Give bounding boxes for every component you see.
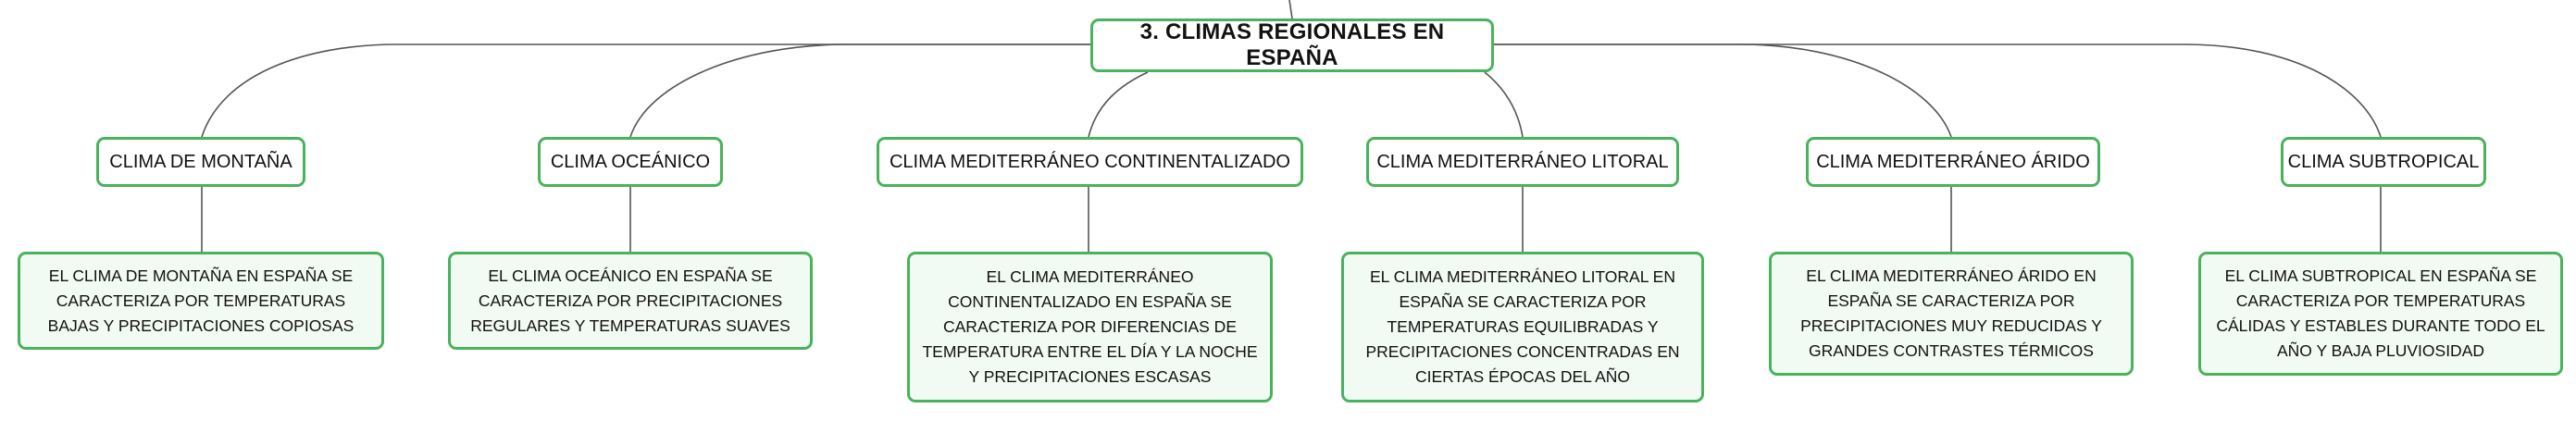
topic-label: CLIMA MEDITERRÁNEO LITORAL: [1376, 151, 1669, 172]
topic-label: CLIMA SUBTROPICAL: [2287, 151, 2480, 172]
detail-text: EL CLIMA DE MONTAÑA EN ESPAÑA SE CARACTE…: [47, 266, 355, 335]
connector-arido: [1494, 43, 1952, 138]
detail-clima-subtropical[interactable]: EL CLIMA SUBTROPICAL EN ESPAÑA SE CARACT…: [2198, 252, 2563, 376]
topic-label: CLIMA MEDITERRÁNEO ÁRIDO: [1816, 151, 2090, 172]
topic-label: CLIMA OCEÁNICO: [550, 151, 711, 172]
topic-clima-oceanico[interactable]: CLIMA OCEÁNICO: [538, 137, 723, 187]
connector-litoral: [1484, 71, 1524, 138]
detail-text: EL CLIMA SUBTROPICAL EN ESPAÑA SE CARACT…: [2216, 266, 2545, 360]
parent-connector: [1288, 0, 1293, 19]
connector-continentalizado: [1088, 71, 1149, 138]
topic-clima-de-montana[interactable]: CLIMA DE MONTAÑA: [96, 137, 305, 187]
connector-subtropical: [1494, 43, 2382, 138]
detail-text: EL CLIMA OCEÁNICO EN ESPAÑA SE CARACTERI…: [470, 266, 790, 335]
detail-clima-mediterraneo-arido[interactable]: EL CLIMA MEDITERRÁNEO ÁRIDO EN ESPAÑA SE…: [1769, 252, 2134, 376]
connector-montana: [201, 43, 1090, 138]
detail-text: EL CLIMA MEDITERRÁNEO ÁRIDO EN ESPAÑA SE…: [1800, 266, 2102, 360]
root-topic-label: 3. CLIMAS REGIONALES EN ESPAÑA: [1139, 19, 1445, 70]
topic-label: CLIMA DE MONTAÑA: [109, 151, 292, 172]
detail-clima-de-montana[interactable]: EL CLIMA DE MONTAÑA EN ESPAÑA SE CARACTE…: [18, 252, 384, 350]
topic-clima-mediterraneo-litoral[interactable]: CLIMA MEDITERRÁNEO LITORAL: [1366, 137, 1679, 187]
topic-clima-mediterraneo-continentalizado[interactable]: CLIMA MEDITERRÁNEO CONTINENTALIZADO: [877, 137, 1303, 187]
detail-clima-oceanico[interactable]: EL CLIMA OCEÁNICO EN ESPAÑA SE CARACTERI…: [448, 252, 813, 350]
connector-oceanico: [629, 43, 1090, 138]
detail-text: EL CLIMA MEDITERRÁNEO LITORAL EN ESPAÑA …: [1365, 267, 1680, 386]
topic-clima-subtropical[interactable]: CLIMA SUBTROPICAL: [2281, 137, 2486, 187]
root-topic[interactable]: 3. CLIMAS REGIONALES EN ESPAÑA: [1090, 19, 1494, 72]
detail-clima-mediterraneo-continentalizado[interactable]: EL CLIMA MEDITERRÁNEO CONTINENTALIZADO E…: [907, 252, 1273, 402]
topic-clima-mediterraneo-arido[interactable]: CLIMA MEDITERRÁNEO ÁRIDO: [1806, 137, 2100, 187]
detail-clima-mediterraneo-litoral[interactable]: EL CLIMA MEDITERRÁNEO LITORAL EN ESPAÑA …: [1341, 252, 1704, 402]
detail-text: EL CLIMA MEDITERRÁNEO CONTINENTALIZADO E…: [922, 267, 1258, 386]
topic-label: CLIMA MEDITERRÁNEO CONTINENTALIZADO: [889, 151, 1290, 172]
